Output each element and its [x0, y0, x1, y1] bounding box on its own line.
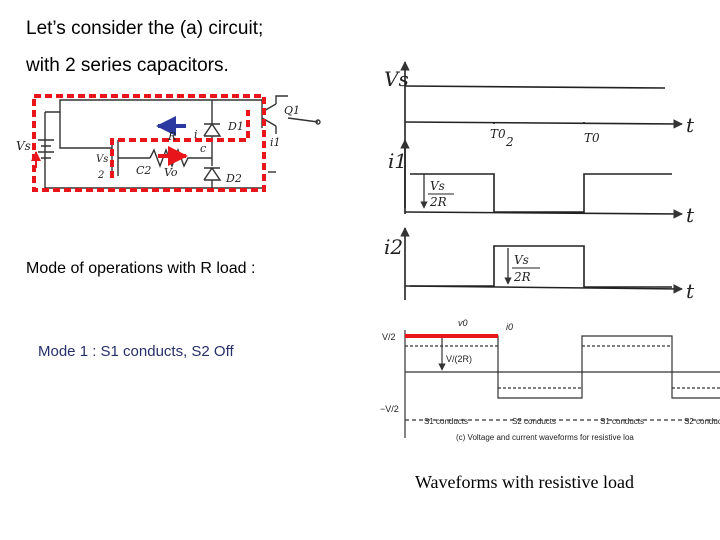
label-i1-axis: i1: [388, 149, 407, 173]
label-t1: t: [686, 113, 695, 137]
printed-v0-trace: [405, 335, 720, 399]
vs-time-axis: [404, 119, 683, 129]
inner-loop: [110, 110, 250, 178]
heading-line-1: Let’s consider the (a) circuit;: [26, 18, 264, 39]
label-i2-axis: i2: [384, 235, 403, 259]
label-vneg: −V/2: [380, 404, 399, 414]
printed-i0-trace: [405, 345, 720, 389]
capacitor-c2: [111, 140, 119, 176]
label-amp1-num: Vs: [430, 179, 445, 193]
label-q1: Q1: [284, 104, 300, 117]
diode-d1: [203, 100, 222, 158]
top-rail: [45, 99, 262, 113]
label-seg1: S1 conducts: [424, 417, 468, 426]
label-v0: v0: [458, 318, 468, 328]
label-amp2-den: 2R: [513, 270, 531, 284]
label-vs-axis: Vs: [384, 67, 409, 91]
modes-title: Mode of operations with R load :: [26, 260, 256, 277]
i1-time-axis: [404, 209, 683, 219]
label-vs-half-bottom: 2: [97, 170, 104, 181]
label-seg3: S1 conducts: [600, 417, 644, 426]
label-c: c: [200, 142, 206, 155]
label-vs-half-top: Vs: [96, 154, 108, 165]
label-amp1-den: 2R: [429, 195, 447, 209]
label-i1: i1: [270, 136, 281, 149]
printed-waveform: [404, 330, 720, 438]
midpoint-wire: [59, 112, 100, 149]
label-t2: t: [686, 203, 695, 227]
current-loop-highlight: [32, 94, 266, 192]
battery-symbol: [38, 139, 54, 159]
label-i: i: [194, 128, 198, 141]
hand-waveforms: [400, 61, 683, 300]
label-vs: Vs: [16, 139, 31, 153]
heading-line-2: with 2 series capacitors.: [26, 55, 229, 76]
label-amp: V/(2R): [446, 354, 472, 364]
label-printed-caption: (c) Voltage and current waveforms for re…: [456, 433, 634, 442]
i2-trace: [410, 245, 672, 288]
label-amp2-num: Vs: [514, 253, 529, 267]
label-r: R: [167, 130, 176, 143]
label-vpos: V/2: [382, 332, 396, 342]
i1-trace: [410, 173, 672, 213]
label-i0: i0: [506, 322, 513, 332]
label-d2: D2: [225, 172, 242, 185]
label-t3: t: [686, 279, 695, 303]
vs-trace: [404, 85, 666, 89]
label-c2: C2: [136, 164, 151, 177]
waveform-caption: Waveforms with resistive load: [415, 472, 634, 492]
label-seg2: S2 conducts: [512, 417, 556, 426]
label-seg4: S2 conducts: [684, 417, 720, 426]
diode-d2: [203, 158, 222, 188]
label-d1: D1: [227, 120, 244, 133]
output-wire: [287, 117, 319, 123]
mode-1-description: Mode 1 : S1 conducts, S2 Off: [38, 343, 234, 360]
outer-loop: [32, 94, 266, 192]
label-half-period-den: 2: [505, 135, 514, 149]
label-vo: Vo: [164, 166, 178, 179]
label-period: T0: [584, 131, 600, 145]
label-half-period-num: T0: [490, 127, 506, 141]
